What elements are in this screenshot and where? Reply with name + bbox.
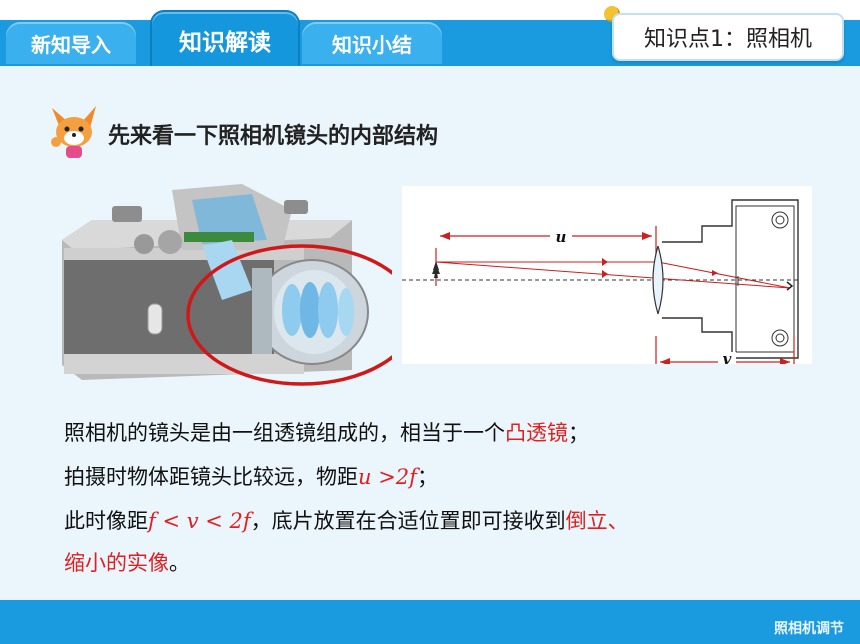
tab-knowledge-summary[interactable]: 知识小结 <box>302 22 442 64</box>
fox-mascot-icon <box>51 106 96 158</box>
u-label: u <box>556 228 567 246</box>
tab-label: 新知导入 <box>31 32 111 57</box>
top-navigation: 新知导入 知识解读 知识小结 知识点1：照相机 <box>0 0 860 74</box>
inverted-highlight: 倒立、 <box>565 509 629 533</box>
v-label: v <box>723 350 732 364</box>
line2-text: 拍摄时物体距镜头比较远，物距 <box>64 465 358 489</box>
line2-end: ； <box>416 465 438 489</box>
knowledge-point-label: 知识点1：照相机 <box>612 13 844 61</box>
lens-optics-diagram: u v <box>402 186 812 364</box>
object-distance-formula: u >2f <box>358 465 417 489</box>
convex-lens-highlight: 凸透镜 <box>505 421 568 445</box>
line3-mid: ，底片放置在合适位置即可接收到 <box>250 509 566 533</box>
tab-label: 知识小结 <box>332 32 412 57</box>
line1-end: ； <box>568 421 589 445</box>
line4-end: 。 <box>169 551 190 575</box>
image-distance-formula: f < v < 2f <box>148 509 251 533</box>
intro-heading: 先来看一下照相机镜头的内部结构 <box>108 124 439 149</box>
line1-text: 照相机的镜头是由一组透镜组成的，相当于一个 <box>64 421 505 445</box>
footer-bar: 照相机调节 <box>0 600 860 644</box>
reduced-real-image-highlight: 缩小的实像 <box>64 551 169 575</box>
tab-new-knowledge[interactable]: 新知导入 <box>6 22 136 64</box>
tab-label: 知识解读 <box>179 30 271 56</box>
camera-cutaway-image <box>62 184 392 386</box>
footer-label: 照相机调节 <box>774 621 844 637</box>
line3-text: 此时像距 <box>64 509 148 533</box>
text-line-4: 缩小的实像。 <box>64 548 190 578</box>
tab-knowledge-reading[interactable]: 知识解读 <box>150 10 300 74</box>
text-line-2: 拍摄时物体距镜头比较远，物距u >2f； <box>64 462 438 492</box>
text-line-3: 此时像距f < v < 2f，底片放置在合适位置即可接收到倒立、 <box>64 506 629 536</box>
text-line-1: 照相机的镜头是由一组透镜组成的，相当于一个凸透镜； <box>64 418 589 448</box>
